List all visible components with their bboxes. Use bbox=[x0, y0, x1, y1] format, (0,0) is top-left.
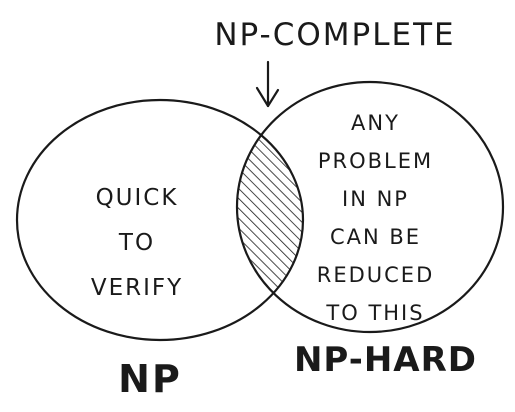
down-arrow-icon bbox=[255, 60, 280, 108]
np-hard-circle bbox=[235, 80, 505, 334]
np-label: NP bbox=[118, 357, 182, 401]
np-hard-description: ANY PROBLEM IN NP CAN BE REDUCED TO THIS bbox=[288, 104, 463, 332]
np-hard-description-line: ANY bbox=[351, 111, 400, 135]
np-hard-description-line: PROBLEM bbox=[317, 149, 434, 173]
np-hard-description-line: REDUCED bbox=[316, 263, 435, 287]
np-hard-description-line: CAN BE bbox=[329, 225, 422, 249]
np-description-line: VERIFY bbox=[90, 275, 184, 301]
np-description: QUICK TO VERIFY bbox=[62, 176, 212, 311]
np-circle bbox=[15, 98, 305, 342]
np-complete-label: NP-COMPLETE bbox=[214, 17, 456, 53]
np-description-line: QUICK bbox=[95, 185, 179, 211]
np-hard-description-line: IN NP bbox=[342, 187, 409, 211]
np-hard-description-line: TO THIS bbox=[326, 301, 425, 325]
np-description-line: TO bbox=[118, 230, 156, 256]
np-hard-label: NP-HARD bbox=[293, 340, 478, 380]
